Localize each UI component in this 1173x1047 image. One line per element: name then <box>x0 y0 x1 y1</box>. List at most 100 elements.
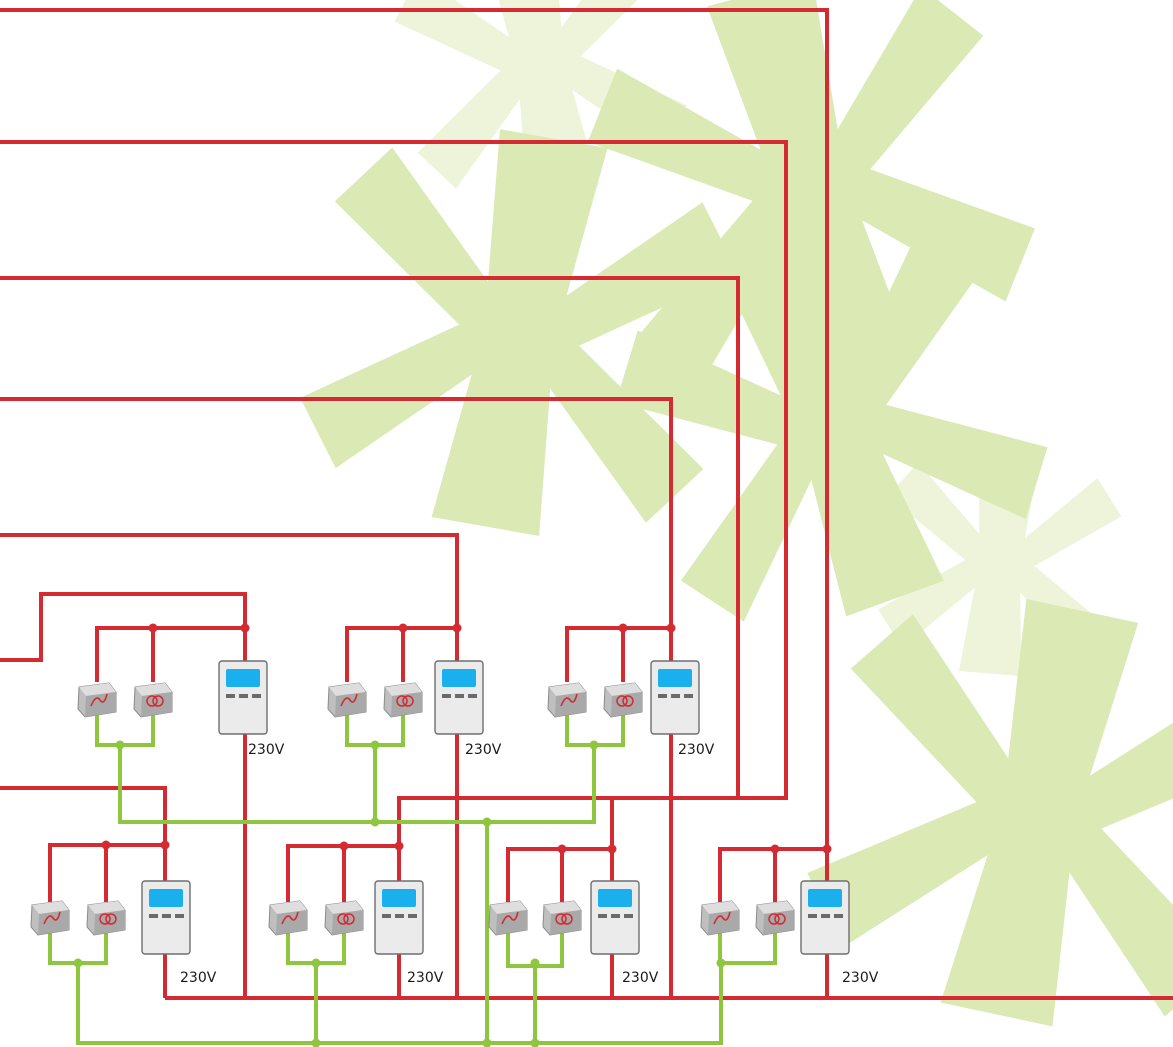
signal-junction-dot <box>530 958 540 968</box>
signal-cable <box>286 932 346 965</box>
power-junction-dot <box>148 623 158 633</box>
panel-button <box>162 914 171 918</box>
fuse-module-icon <box>700 900 740 936</box>
transformer-module-icon <box>755 900 795 936</box>
signal-junction-dot <box>370 740 380 750</box>
power-cable <box>345 626 457 682</box>
panel-button <box>611 914 620 918</box>
signal-junction-dot <box>716 958 726 968</box>
signal-cable <box>565 715 625 747</box>
display-screen <box>598 889 632 907</box>
transformer-module-icon <box>324 900 364 936</box>
voltage-label: 230V <box>180 970 217 986</box>
control-panel-icon <box>650 660 700 735</box>
control-panel-icon <box>590 880 640 955</box>
power-junction-dot <box>339 841 349 851</box>
power-junction-dot <box>452 623 462 633</box>
power-cable <box>718 847 827 902</box>
power-cable <box>0 786 167 998</box>
device-unit: 230V <box>77 660 285 758</box>
panel-button <box>395 914 404 918</box>
signal-cable <box>48 932 108 965</box>
voltage-label: 230V <box>678 742 715 758</box>
display-screen <box>149 889 183 907</box>
panel-button <box>684 694 693 698</box>
panel-button <box>226 694 235 698</box>
panel-button <box>658 694 667 698</box>
signal-junction-dot <box>311 958 321 968</box>
voltage-label: 230V <box>465 742 502 758</box>
display-screen <box>442 669 476 687</box>
panel-button <box>382 914 391 918</box>
panel-button <box>442 694 451 698</box>
fuse-module-icon <box>30 900 70 936</box>
panel-button <box>239 694 248 698</box>
transformer-module-icon <box>383 682 423 718</box>
transformer-module-icon <box>542 900 582 936</box>
transformer-module-icon <box>133 682 173 718</box>
power-junction-dot <box>240 623 250 633</box>
power-junction-dot <box>666 623 676 633</box>
power-cable <box>95 626 245 682</box>
fuse-module-icon <box>268 900 308 936</box>
fuse-module-icon <box>327 682 367 718</box>
power-junction-dot <box>160 840 170 850</box>
signal-junction-dot <box>73 958 83 968</box>
panel-button <box>624 914 633 918</box>
power-cable <box>0 276 740 998</box>
display-screen <box>226 669 260 687</box>
signal-junction-dot <box>311 1038 321 1047</box>
power-cable <box>0 533 459 998</box>
signal-cable <box>118 745 596 824</box>
power-junction-dot <box>607 844 617 854</box>
display-screen <box>808 889 842 907</box>
fuse-module-icon <box>488 900 528 936</box>
panel-button <box>671 694 680 698</box>
panel-button <box>834 914 843 918</box>
panel-button <box>149 914 158 918</box>
signal-junction-dot <box>482 1038 492 1047</box>
control-panel-icon <box>374 880 424 955</box>
signal-junction-dot <box>482 817 492 827</box>
control-panel-icon <box>218 660 268 735</box>
device-unit: 230V <box>30 880 217 986</box>
power-junction-dot <box>101 840 111 850</box>
control-panel-icon <box>800 880 850 955</box>
display-screen <box>382 889 416 907</box>
control-panel-icon <box>141 880 191 955</box>
panel-button <box>808 914 817 918</box>
signal-cable <box>718 932 777 965</box>
panel-button <box>455 694 464 698</box>
device-unit: 230V <box>327 660 502 758</box>
power-junction-dot <box>822 844 832 854</box>
power-cable <box>48 843 165 902</box>
asterisk-shape-icon <box>383 0 698 215</box>
signal-junction-dot <box>589 740 599 750</box>
display-screen <box>658 669 692 687</box>
power-cable <box>565 626 671 682</box>
signal-cable <box>95 715 155 747</box>
junction-dots <box>73 623 832 1047</box>
power-junction-dot <box>557 844 567 854</box>
fuse-module-icon <box>547 682 587 718</box>
device-units: 230V 230V 230V 230V 230V 230V 230V <box>30 660 879 986</box>
device-unit: 230V <box>488 880 659 986</box>
panel-button <box>175 914 184 918</box>
power-cable <box>0 397 673 998</box>
fuse-module-icon <box>77 682 117 718</box>
power-junction-dot <box>398 623 408 633</box>
voltage-label: 230V <box>407 970 444 986</box>
signal-junction-dot <box>370 817 380 827</box>
signal-cable <box>76 963 723 1045</box>
signal-junction-dot <box>115 740 125 750</box>
power-cable <box>0 592 247 998</box>
signal-junction-dot <box>530 1038 540 1047</box>
panel-button <box>821 914 830 918</box>
power-cable-network <box>0 8 1173 1000</box>
device-unit: 230V <box>700 880 879 986</box>
power-junction-dot <box>394 841 404 851</box>
power-cable <box>0 8 829 998</box>
power-cable <box>286 844 399 902</box>
device-unit: 230V <box>268 880 444 986</box>
